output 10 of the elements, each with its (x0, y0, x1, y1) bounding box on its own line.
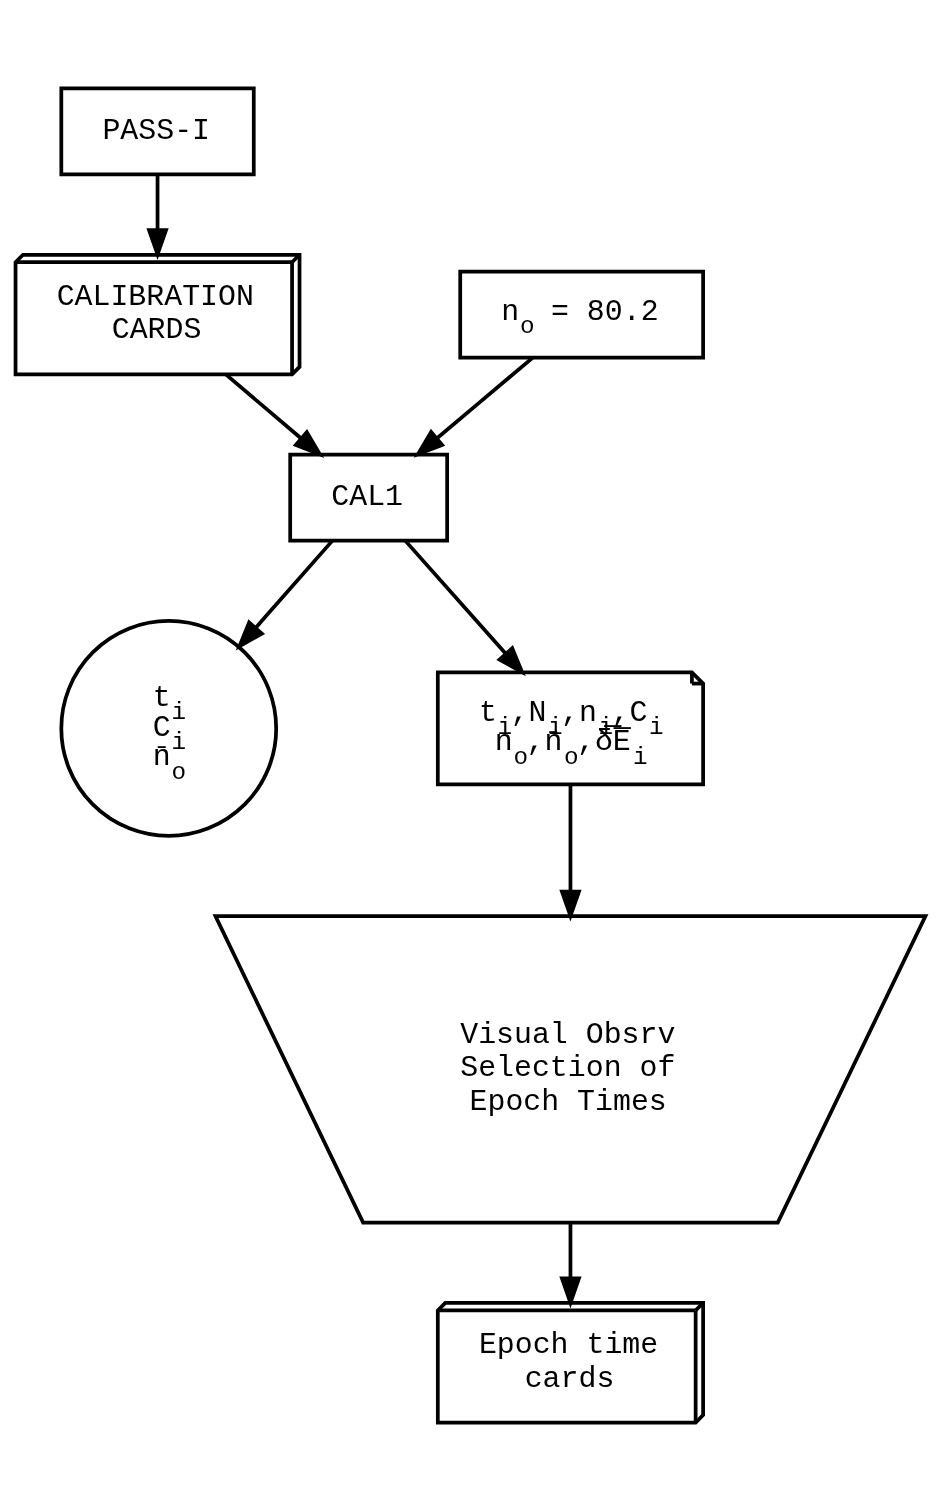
arrow (559, 784, 582, 922)
node-box: PASS-I (59, 86, 256, 177)
arrow (224, 373, 325, 458)
arrow (146, 174, 169, 260)
arrow (235, 539, 334, 651)
node-box: n$_{o}$ = 80.2 (458, 269, 705, 360)
arrow (403, 539, 526, 677)
arrow (559, 1222, 582, 1309)
arrow (413, 356, 534, 458)
node-box: CAL1 (288, 452, 449, 543)
